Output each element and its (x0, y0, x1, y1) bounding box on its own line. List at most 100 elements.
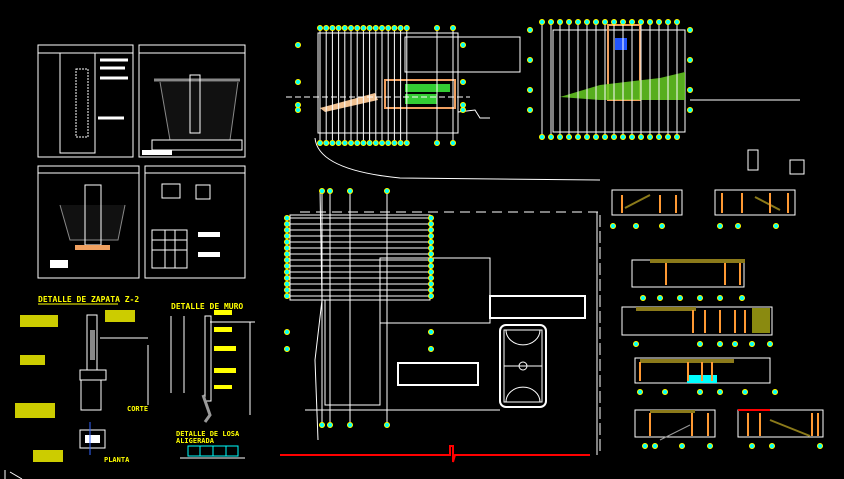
grid-bubble (657, 295, 663, 301)
grid-bubble (284, 227, 290, 233)
muro-detail-title: DETALLE DE MURO (171, 302, 243, 311)
grid-bubble (633, 223, 639, 229)
grid-bubble (679, 443, 685, 449)
grid-bubble (629, 134, 635, 140)
grid-bubble (284, 263, 290, 269)
grid-bubble (335, 25, 342, 31)
grid-bubble (739, 295, 745, 301)
grid-bubble (384, 422, 390, 428)
main-floor-plan (280, 137, 601, 463)
grid-bubble (428, 215, 434, 221)
grid-bubble (611, 134, 617, 140)
grid-bubble (527, 107, 533, 113)
grid-bubble (323, 25, 330, 31)
grid-bubble (341, 140, 348, 146)
grid-bubble (295, 42, 301, 48)
grid-bubble (434, 140, 440, 146)
grid-bubble (329, 140, 336, 146)
grid-bubble (391, 25, 398, 31)
grid-bubble (341, 25, 348, 31)
grid-bubble (428, 257, 434, 263)
detail-sheet-footing (138, 44, 246, 158)
grid-bubble (557, 19, 563, 25)
grid-bubble (354, 25, 361, 31)
grid-bubble (593, 134, 599, 140)
grid-bubble (707, 443, 713, 449)
planta-label: PLANTA (104, 456, 130, 464)
ucs-icon (4, 470, 23, 479)
grid-bubble (749, 443, 755, 449)
grid-bubble (372, 25, 379, 31)
grid-bubble (284, 329, 290, 335)
grid-bubble (284, 251, 290, 257)
grid-bubbles (284, 19, 823, 449)
grid-bubble (360, 140, 367, 146)
losa-detail-subtitle: ALIGERADA (176, 437, 215, 445)
grid-bubble (539, 134, 545, 140)
grid-bubble (428, 227, 434, 233)
grid-bubble (687, 57, 693, 63)
grid-bubble (742, 389, 748, 395)
grid-bubble (674, 134, 680, 140)
grid-bubble (697, 295, 703, 301)
grid-bubble (656, 19, 662, 25)
grid-bubble (593, 19, 599, 25)
grid-bubble (284, 245, 290, 251)
grid-bubble (428, 221, 434, 227)
grid-bubble (317, 140, 323, 146)
grid-bubble (620, 19, 626, 25)
grid-bubble (611, 19, 617, 25)
grid-bubble (773, 223, 779, 229)
grid-bubble (403, 140, 410, 146)
grid-bubble (633, 341, 639, 347)
grid-bubble (428, 287, 434, 293)
grid-bubble (610, 223, 616, 229)
grid-bubble (642, 443, 648, 449)
grid-bubble (767, 341, 773, 347)
grid-bubble (284, 293, 290, 299)
grid-bubble (384, 188, 390, 194)
grid-bubble (732, 341, 738, 347)
grid-bubble (428, 239, 434, 245)
grid-bubble (460, 42, 466, 48)
grid-bubble (284, 221, 290, 227)
grid-bubble (638, 19, 644, 25)
detail-sheet-plan (144, 165, 246, 279)
zapata-detail-title: DETALLE DE ZAPATA Z-2 (38, 295, 139, 304)
detail-sheet-column (37, 44, 134, 158)
grid-bubble (284, 257, 290, 263)
site-plan-1 (286, 32, 521, 134)
grid-bubble (749, 341, 755, 347)
grid-bubble (319, 188, 325, 194)
grid-bubble (460, 107, 466, 113)
grid-bubble (284, 239, 290, 245)
grid-bubble (284, 275, 290, 281)
grid-bubble (295, 107, 301, 113)
grid-bubble (397, 140, 404, 146)
grid-bubble (295, 102, 301, 108)
grid-bubble (428, 233, 434, 239)
grid-bubble (428, 269, 434, 275)
grid-bubble (620, 134, 626, 140)
grid-bubble (527, 87, 533, 93)
site-plan-2 (552, 24, 805, 175)
detail-sheet-footing-2 (37, 165, 140, 279)
grid-bubble (379, 140, 385, 146)
grid-bubble (284, 269, 290, 275)
grid-bubble (460, 102, 466, 108)
grid-bubble (677, 295, 683, 301)
corte-label: CORTE (127, 405, 148, 413)
grid-bubble (717, 389, 723, 395)
grid-bubble (284, 233, 290, 239)
grid-bubble (584, 19, 590, 25)
grid-bubble (652, 443, 658, 449)
grid-bubble (717, 341, 723, 347)
grid-bubble (687, 107, 693, 113)
grid-bubble (647, 19, 653, 25)
grid-bubble (327, 422, 333, 428)
grid-bubble (460, 79, 466, 85)
grid-bubble (366, 140, 373, 146)
grid-bubble (687, 87, 693, 93)
grid-bubble (329, 25, 336, 31)
